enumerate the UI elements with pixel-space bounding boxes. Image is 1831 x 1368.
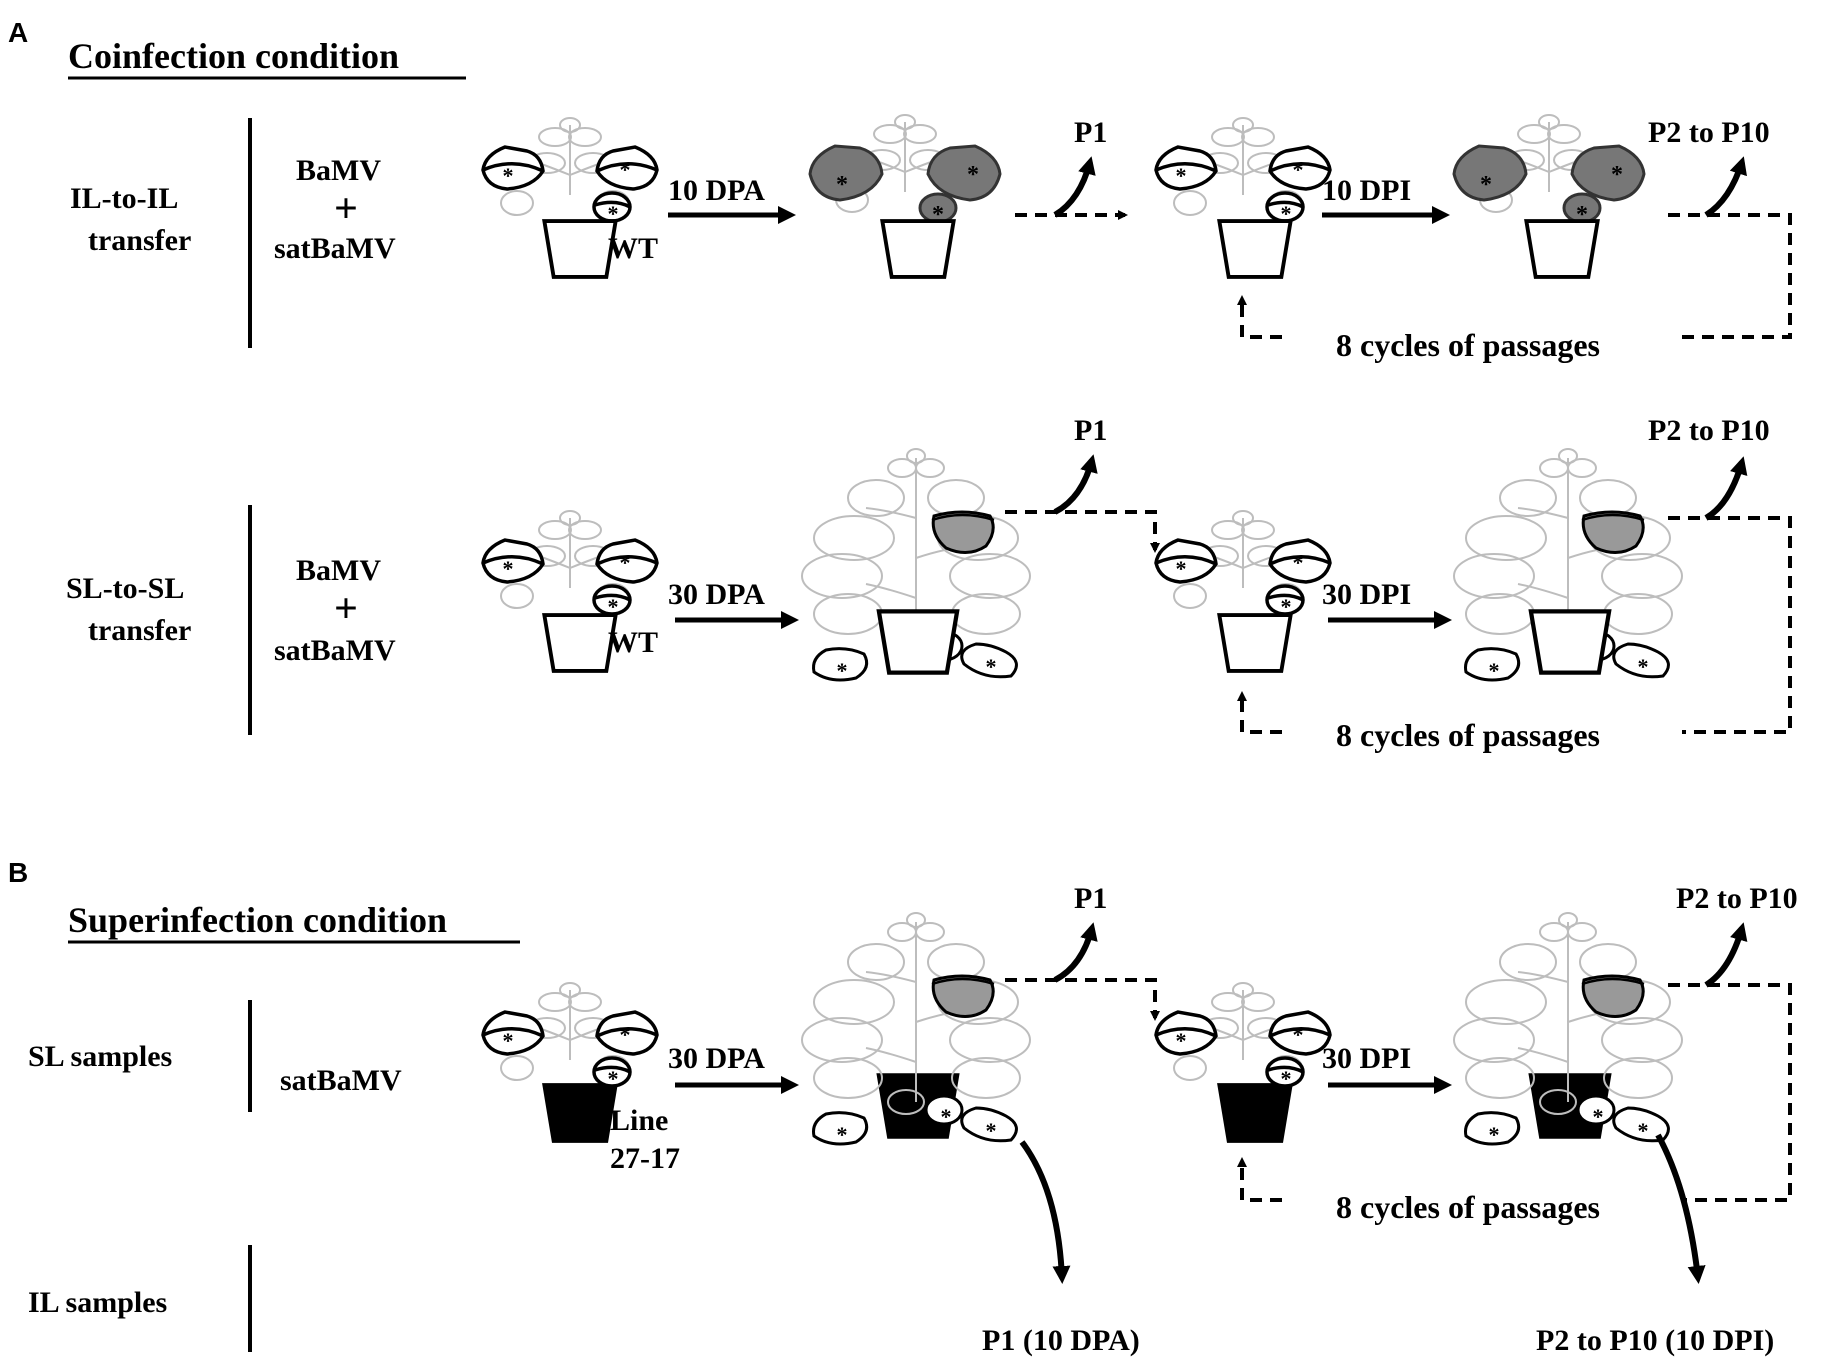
- sl-samples-label: SL samples: [28, 1040, 172, 1073]
- b-il1-arrow: [1019, 1140, 1071, 1284]
- row1-step2-label: 10 DPI: [1322, 174, 1411, 207]
- row1-plant-type: WT: [608, 232, 658, 265]
- row1-sample1: P1: [1074, 116, 1107, 149]
- row1-label-line1: IL-to-IL: [70, 182, 178, 215]
- row1-inoculum-plus: +: [334, 186, 358, 232]
- row1-inoculum-2: satBaMV: [274, 232, 396, 265]
- row1-cycle-loop: [1668, 213, 1792, 339]
- b-il2-arrow: [1655, 1133, 1706, 1284]
- row2-sample2: P2 to P10: [1648, 414, 1770, 447]
- row1-cycle-return: [1237, 295, 1282, 339]
- row1-p2-curve: [1704, 156, 1747, 218]
- b-cycle-loop: [1668, 983, 1792, 1202]
- row2-plant-2: [800, 447, 1032, 685]
- b-plant-2: [800, 911, 1032, 1149]
- row2-cycle-return: [1237, 691, 1282, 734]
- row2-step2-label: 30 DPI: [1322, 578, 1411, 611]
- row1-inoculum-1: BaMV: [296, 154, 381, 187]
- b-plant-type-2: 27-17: [610, 1142, 680, 1175]
- panel-a-heading: Coinfection condition: [68, 36, 399, 76]
- row1-p1-curve: [1053, 156, 1096, 218]
- row2-plant-type: WT: [608, 626, 658, 659]
- b-plant-4: [1452, 911, 1684, 1149]
- b-plant-type-1: Line: [610, 1104, 668, 1137]
- row2-p1-dashed: [1005, 510, 1160, 553]
- b-p1-curve: [1053, 922, 1098, 983]
- panel-a-letter: A: [8, 17, 28, 48]
- row2-sample1: P1: [1074, 414, 1107, 447]
- row1-cycle-note: 8 cycles of passages: [1336, 327, 1600, 363]
- b-sample1: P1: [1074, 882, 1107, 915]
- row2-inoculum-plus: +: [334, 586, 358, 632]
- panel-b-letter: B: [8, 857, 28, 888]
- row2-label-line1: SL-to-SL: [66, 572, 184, 605]
- row1-plant-4: [1452, 113, 1646, 277]
- panel-b-heading: Superinfection condition: [68, 900, 447, 940]
- row2-step1-label: 30 DPA: [668, 578, 765, 611]
- row2-inoculum-1: BaMV: [296, 554, 381, 587]
- b-inoculum: satBaMV: [280, 1064, 402, 1097]
- row1-plant-2: [808, 113, 1002, 277]
- b-il-sample2: P2 to P10 (10 DPI): [1536, 1324, 1774, 1357]
- b-il-sample1: P1 (10 DPA): [982, 1324, 1140, 1357]
- row1-label-line2: transfer: [88, 224, 191, 257]
- row2-inoculum-2: satBaMV: [274, 634, 396, 667]
- b-cycle-return: [1237, 1157, 1282, 1202]
- row2-cycle-loop: [1668, 516, 1792, 734]
- row2-cycle-note: 8 cycles of passages: [1336, 717, 1600, 753]
- row1-plant-3: [1154, 116, 1332, 277]
- il-samples-label: IL samples: [28, 1286, 167, 1319]
- row2-plant-4: [1452, 447, 1684, 685]
- b-cycle-note: 8 cycles of passages: [1336, 1189, 1600, 1225]
- b-step1-label: 30 DPA: [668, 1042, 765, 1075]
- b-step2-label: 30 DPI: [1322, 1042, 1411, 1075]
- b-p1-dashed: [1005, 978, 1160, 1021]
- row2-label-line2: transfer: [88, 614, 191, 647]
- row2-p2-curve: [1704, 456, 1748, 521]
- b-plant-3: [1154, 981, 1332, 1141]
- row1-step1-label: 10 DPA: [668, 174, 765, 207]
- row1-sample2: P2 to P10: [1648, 116, 1770, 149]
- row2-p1-curve: [1053, 454, 1098, 515]
- row2-plant-3: [1154, 509, 1332, 671]
- b-p2-curve: [1704, 922, 1748, 988]
- b-sample2: P2 to P10: [1676, 882, 1798, 915]
